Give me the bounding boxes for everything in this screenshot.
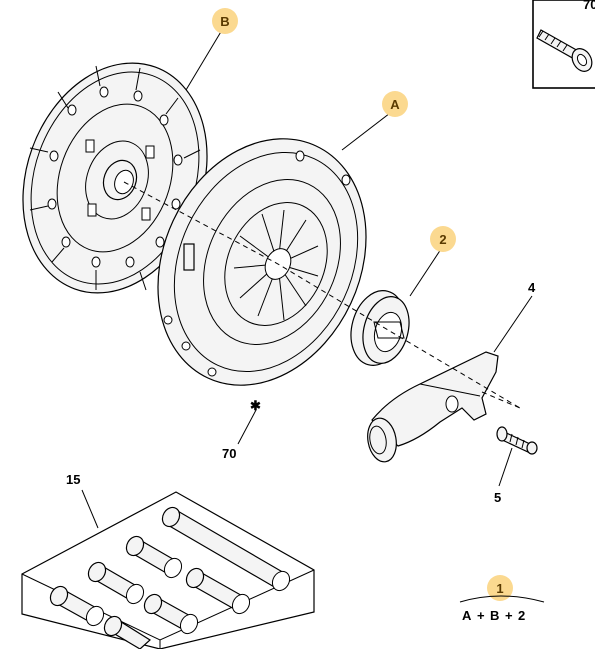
pin-group (49, 506, 291, 649)
star-marker-icon: ✱ (250, 398, 261, 413)
release-bearing (350, 290, 410, 366)
svg-text:B: B (220, 14, 229, 29)
clutch-disc (22, 62, 208, 294)
pin-kit-box (21, 491, 315, 649)
bolt-inset-box: 70 (532, 0, 595, 89)
pivot-stud (496, 426, 538, 455)
bolt-inset-label: 70 (583, 0, 595, 12)
leader-lines (81, 29, 533, 529)
svg-text:A: A (390, 97, 400, 112)
formula-plus-2: + (505, 608, 513, 623)
callout-a: A (382, 91, 408, 117)
svg-text:1: 1 (496, 581, 503, 596)
formula-brace (459, 595, 545, 603)
formula-a: A (462, 608, 472, 623)
callout-2: 2 (430, 226, 456, 252)
svg-text:2: 2 (439, 232, 446, 247)
callout-4-label: 4 (528, 280, 536, 295)
formula-c: 2 (518, 608, 525, 623)
formula-b: B (490, 608, 499, 623)
clutch-kit-formula: 1 A + B + 2 (459, 575, 545, 623)
callout-1-badge (487, 575, 513, 601)
fork-axis-line (481, 391, 521, 409)
callout-70-label: 70 (222, 446, 236, 461)
release-fork (367, 351, 499, 463)
assembly-axis-line (123, 181, 521, 409)
callout-b: B (212, 8, 238, 34)
bolt-icon (536, 29, 593, 72)
callout-15-label: 15 (66, 472, 80, 487)
callout-5-label: 5 (494, 490, 501, 505)
formula-plus-1: + (477, 608, 485, 623)
pressure-plate (157, 138, 367, 386)
